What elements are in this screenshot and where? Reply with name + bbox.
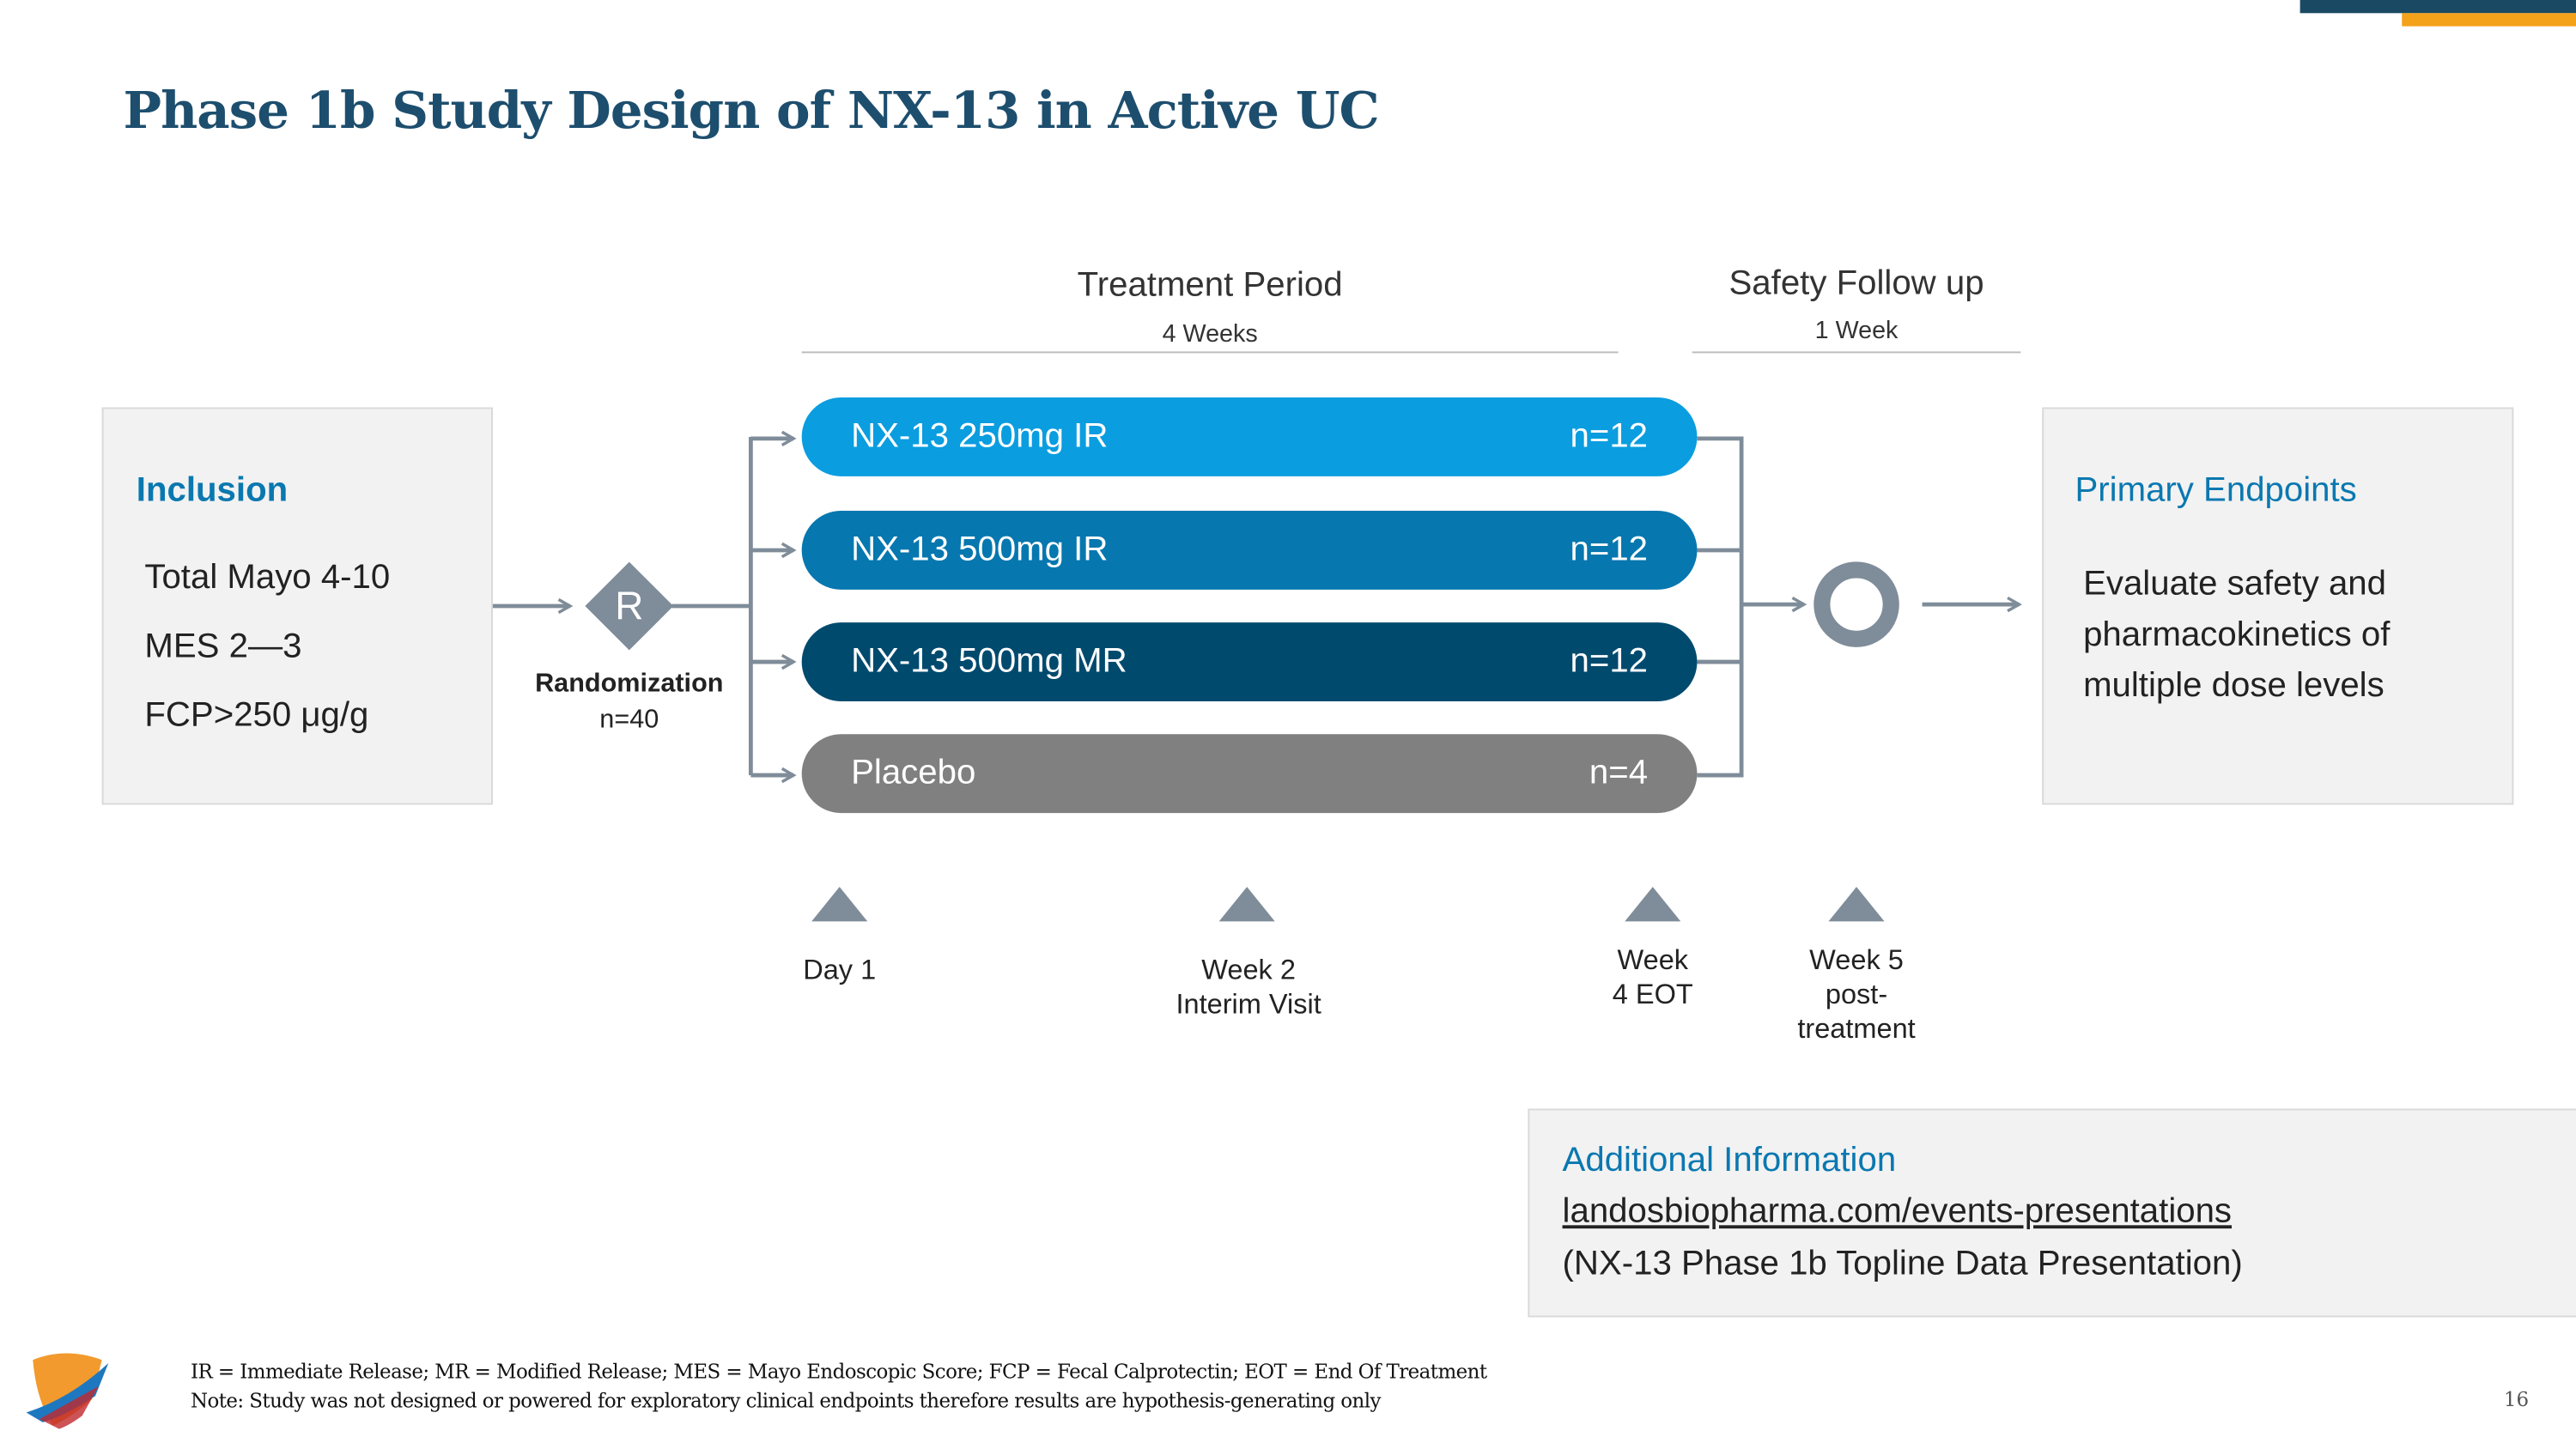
milestone-label: Day 1 [803, 954, 877, 985]
endpoints-text: Evaluate safety and pharmacokinetics of … [2083, 565, 2391, 705]
endpoints-box: Primary Endpoints Evaluate safety and ph… [2042, 407, 2514, 805]
footnote-abbreviations: IR = Immediate Release; MR = Modified Re… [190, 1360, 1487, 1383]
additional-note: (NX-13 Phase 1b Topline Data Presentatio… [1562, 1245, 2243, 1283]
additional-heading: Additional Information [1562, 1141, 1897, 1179]
milestone-marker-icon [1828, 887, 1885, 922]
safety-followup-label: Safety Follow up [1728, 264, 1984, 303]
arm-name: Placebo [851, 754, 976, 792]
top-bar-orange [2402, 13, 2576, 27]
page-title: Phase 1b Study Design of NX-13 in Active… [123, 82, 1379, 142]
inclusion-heading: Inclusion [136, 471, 289, 510]
arm-name: NX-13 250mg IR [851, 416, 1109, 455]
milestone-label: Week 5 post- treatment [1797, 944, 1916, 1045]
inclusion-box: Inclusion Total Mayo 4-10 MES 2—3 FCP>25… [101, 407, 493, 805]
randomization-label: Randomization [535, 670, 724, 699]
arm-name: NX-13 500mg MR [851, 642, 1127, 681]
milestone-marker-icon [1625, 887, 1681, 922]
treatment-period-label: Treatment Period [1077, 265, 1343, 304]
page-number: 16 [2503, 1387, 2530, 1411]
milestone-marker-icon [811, 887, 868, 922]
arm-n: n=4 [1589, 754, 1649, 792]
treatment-duration: 4 Weeks [1162, 320, 1258, 349]
arm-nx13-500mg-ir: NX-13 500mg IR n=12 [801, 511, 1698, 590]
milestone-label: Week 4 EOT [1612, 944, 1693, 1010]
arm-name: NX-13 500mg IR [851, 530, 1109, 569]
milestone-label: Week 2 Interim Visit [1176, 954, 1321, 1021]
followup-circle-icon [1814, 561, 1899, 647]
safety-duration: 1 Week [1814, 317, 1899, 345]
arm-nx13-250mg-ir: NX-13 250mg IR n=12 [801, 397, 1698, 476]
treatment-divider [801, 351, 1619, 354]
footnote-disclaimer: Note: Study was not designed or powered … [190, 1389, 1382, 1413]
randomization-symbol: R [615, 585, 644, 629]
inclusion-item: FCP>250 μg/g [144, 696, 369, 735]
milestone-marker-icon [1218, 887, 1275, 922]
randomization-n: n=40 [599, 706, 659, 735]
arm-n: n=12 [1570, 642, 1649, 681]
additional-info-box: Additional Information landosbiopharma.c… [1528, 1108, 2576, 1318]
endpoints-heading: Primary Endpoints [2075, 471, 2357, 510]
inclusion-item: MES 2—3 [144, 627, 302, 665]
inclusion-item: Total Mayo 4-10 [144, 558, 391, 597]
arm-placebo: Placebo n=4 [801, 734, 1698, 814]
arm-n: n=12 [1570, 530, 1649, 569]
safety-divider [1692, 351, 2021, 354]
company-logo [26, 1353, 109, 1429]
presentation-link[interactable]: landosbiopharma.com/events-presentations [1562, 1192, 2233, 1231]
arm-n: n=12 [1570, 416, 1649, 455]
top-bar-dark [2300, 0, 2576, 14]
randomization-diamond [585, 561, 674, 651]
arm-nx13-500mg-mr: NX-13 500mg MR n=12 [801, 622, 1698, 701]
